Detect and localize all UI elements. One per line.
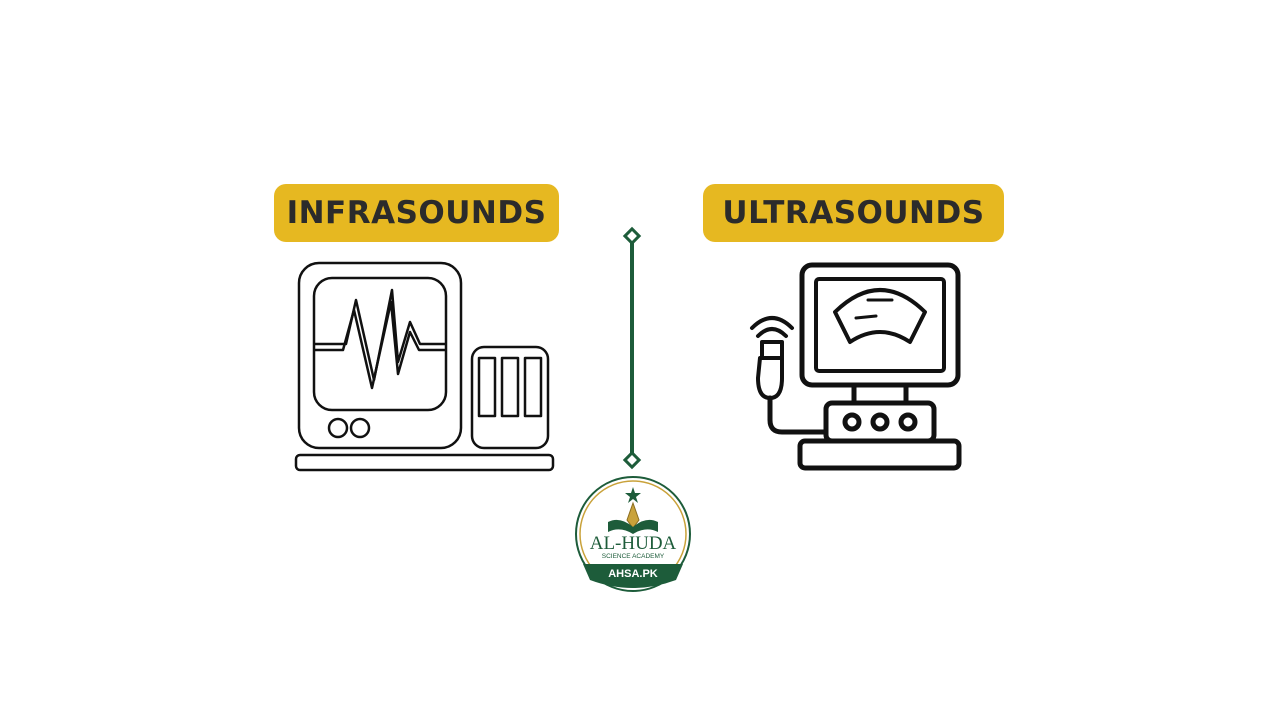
infrasounds-label: INFRASOUNDS — [274, 184, 559, 242]
logo-name: AL-HUDA — [590, 533, 677, 554]
logo-website: AHSA.PK — [608, 568, 658, 580]
monitor-waveform-icon — [294, 261, 555, 472]
al-huda-logo: AL-HUDA SCIENCE ACADEMY AHSA.PK — [575, 476, 691, 592]
logo-subtitle: SCIENCE ACADEMY — [602, 553, 665, 560]
ultrasounds-label: ULTRASOUNDS — [703, 184, 1004, 242]
ultrasound-machine-icon — [750, 262, 962, 471]
center-divider — [622, 226, 642, 470]
star-icon — [625, 487, 641, 503]
book-icon — [608, 519, 658, 534]
